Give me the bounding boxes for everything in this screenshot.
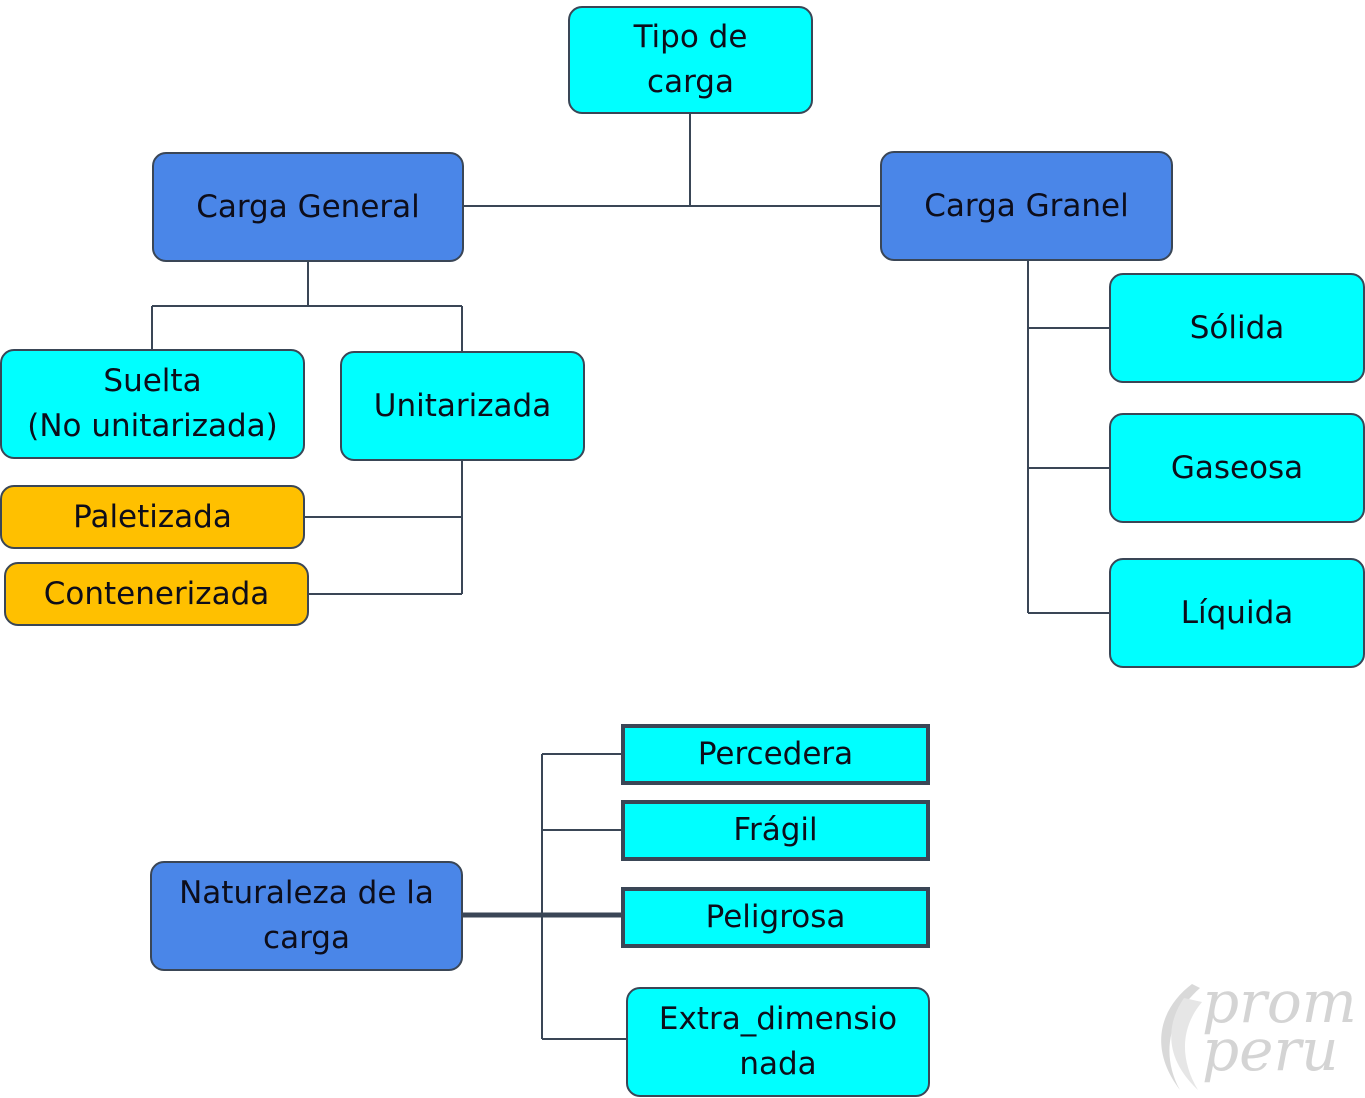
node-solida: Sólida bbox=[1109, 273, 1365, 383]
connector-root bbox=[464, 114, 880, 207]
promperu-watermark-logo: prom peru bbox=[1140, 978, 1365, 1098]
node-suelta: Suelta (No unitarizada) bbox=[0, 349, 305, 459]
node-contenerizada: Contenerizada bbox=[4, 562, 309, 626]
connector-naturaleza bbox=[541, 753, 626, 1040]
connector-unitarizada bbox=[304, 460, 463, 595]
connector-general bbox=[151, 262, 463, 351]
node-fragil: Frágil bbox=[621, 800, 930, 861]
node-tipo-de-carga: Tipo de carga bbox=[568, 6, 813, 114]
node-carga-general: Carga General bbox=[152, 152, 464, 262]
connector-granel bbox=[1027, 260, 1109, 614]
node-liquida: Líquida bbox=[1109, 558, 1365, 668]
node-gaseosa: Gaseosa bbox=[1109, 413, 1365, 523]
node-extra-dimensionada: Extra_dimensio nada bbox=[626, 987, 930, 1097]
node-unitarizada: Unitarizada bbox=[340, 351, 585, 461]
node-naturaleza-de-la-carga: Naturaleza de la carga bbox=[150, 861, 463, 971]
logo-swoosh-icon bbox=[1161, 984, 1202, 1090]
node-carga-granel: Carga Granel bbox=[880, 151, 1173, 261]
node-paletizada: Paletizada bbox=[0, 485, 305, 549]
node-peligrosa: Peligrosa bbox=[621, 887, 930, 948]
node-percedera: Percedera bbox=[621, 724, 930, 785]
watermark-text: prom peru bbox=[1202, 978, 1357, 1084]
